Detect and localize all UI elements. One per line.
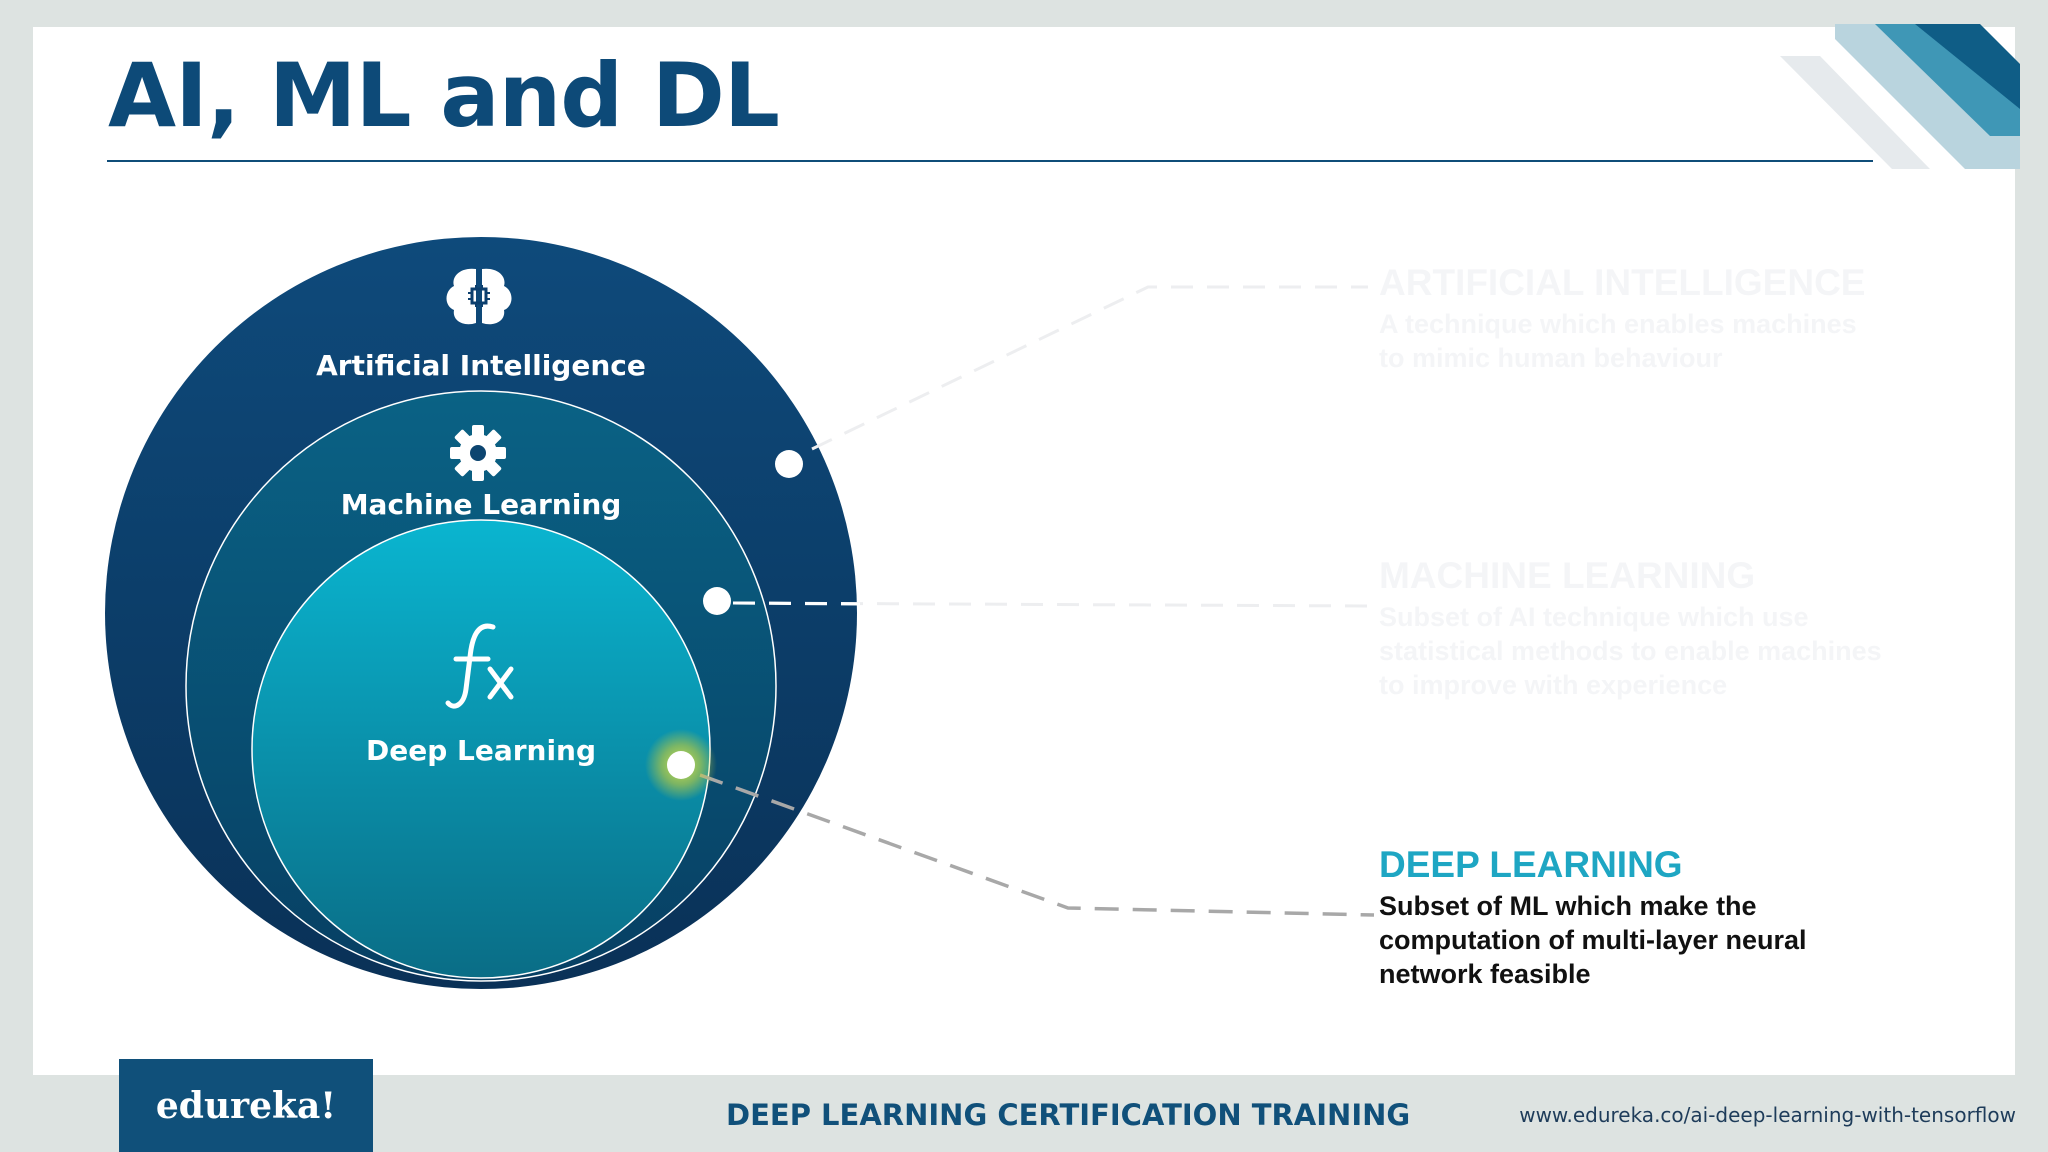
dl-circle-label: Deep Learning (365, 734, 597, 767)
ai-connector-line (811, 285, 1368, 451)
footer-url: www.edureka.co/ai-deep-learning-with-ten… (1519, 1103, 2016, 1127)
ml-connector-highlight (732, 601, 861, 606)
dl-description-line: computation of multi-layer neural (1379, 925, 1807, 955)
dl-marker-dot (667, 751, 695, 779)
function-fx-icon (445, 623, 514, 709)
ai-description-title: ARTIFICIAL INTELLIGENCE (1379, 262, 1866, 303)
dl-description-title: DEEP LEARNING (1379, 844, 1683, 885)
corner-decoration (1780, 24, 2020, 169)
brain-chip-icon (446, 268, 512, 325)
page-title: AI, ML and DL (108, 44, 780, 147)
course-title: DEEP LEARNING CERTIFICATION TRAINING (726, 1098, 1411, 1132)
ml-description-title: MACHINE LEARNING (1379, 555, 1756, 596)
dl-connector-line (699, 773, 1375, 917)
edureka-logo: edureka! (119, 1059, 373, 1152)
dl-description-line: network feasible (1379, 959, 1591, 989)
gear-icon (450, 425, 506, 481)
ml-description-line: Subset of AI technique which use (1379, 602, 1809, 632)
ai-description: ARTIFICIAL INTELLIGENCE A technique whic… (1379, 261, 1939, 375)
dl-description: DEEP LEARNING Subset of ML which make th… (1379, 843, 1939, 991)
dl-description-line: Subset of ML which make the (1379, 891, 1757, 921)
ml-description-line: to improve with experience (1379, 670, 1728, 700)
ai-description-line: A technique which enables machines (1379, 309, 1857, 339)
ai-marker-dot (775, 450, 803, 478)
title-underline (107, 160, 1873, 162)
ml-marker-dot (703, 587, 731, 615)
logo-text: edureka! (155, 1084, 337, 1127)
ai-description-line: to mimic human behaviour (1379, 343, 1723, 373)
ml-description: MACHINE LEARNING Subset of AI technique … (1379, 554, 1939, 702)
ai-circle-label: Artificial Intelligence (316, 349, 646, 382)
ml-description-line: statistical methods to enable machines (1379, 636, 1882, 666)
ml-circle-label: Machine Learning (340, 488, 622, 521)
